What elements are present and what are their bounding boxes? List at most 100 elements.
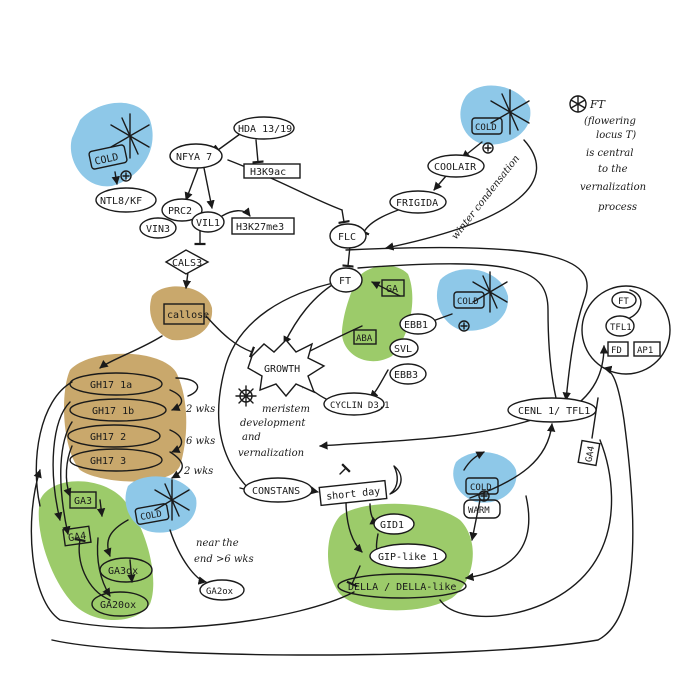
svg-text:development: development: [240, 418, 306, 429]
node-vil1: VIL1: [191, 211, 225, 233]
node-cold-bottom-right: COLD: [465, 477, 499, 495]
node-aba: ABA: [353, 329, 377, 345]
svg-text:EBB3: EBB3: [394, 370, 418, 381]
two-weeks-label: 2 wks: [185, 404, 215, 415]
node-flc: FLC: [329, 223, 367, 249]
near-end-label: near the: [196, 538, 239, 549]
svg-text:FRIGIDA: FRIGIDA: [396, 198, 438, 209]
crescent-moon-icon: [389, 465, 402, 495]
node-ebb1: EBB1: [399, 313, 437, 335]
node-cenl1: CENL 1/ TFL1: [507, 397, 597, 423]
svg-text:COLD: COLD: [475, 123, 497, 133]
node-growth: GROWTH: [247, 338, 326, 398]
node-giplike: GIP-like 1: [369, 543, 447, 569]
svg-text:NTL8/KF: NTL8/KF: [100, 196, 142, 207]
svg-text:NFYA 7: NFYA 7: [176, 152, 212, 163]
snowflake-icon: [569, 95, 587, 113]
svg-text:CENL 1/ TFL1: CENL 1/ TFL1: [518, 406, 590, 417]
svg-text:H3K9ac: H3K9ac: [250, 167, 286, 178]
node-ga3: GA3: [69, 491, 97, 509]
svg-text:locus T): locus T): [596, 130, 636, 141]
svg-text:SVL: SVL: [394, 344, 412, 355]
svg-text:WARM: WARM: [468, 506, 490, 516]
snowflake-icon: [110, 113, 150, 159]
green-blob-ga: [38, 481, 154, 621]
node-svl: SVL: [389, 338, 419, 358]
svg-text:COLD: COLD: [470, 483, 492, 493]
meristem-note: meristem development and vernalization: [238, 404, 310, 459]
svg-text:EBB1: EBB1: [404, 320, 428, 331]
svg-text:VIN3: VIN3: [146, 224, 170, 235]
svg-text:FT: FT: [339, 276, 351, 287]
snowflake-icon: [472, 271, 508, 313]
node-h3k9ac: H3K9ac: [243, 163, 301, 179]
node-hda: HDA 13/19: [233, 116, 295, 140]
node-cals3: CALS3: [164, 249, 210, 275]
svg-text:ABA: ABA: [356, 334, 373, 344]
svg-text:CALS3: CALS3: [172, 258, 202, 269]
svg-text:(flowering: (flowering: [584, 116, 636, 127]
six-weeks-label: 6 wks: [186, 436, 215, 447]
node-cyclin: CYCLIN D3.1: [323, 392, 390, 416]
svg-text:COOLAIR: COOLAIR: [434, 162, 477, 173]
tan-blob-callose: [150, 286, 213, 341]
svg-text:GROWTH: GROWTH: [264, 364, 300, 375]
node-cold-bottom-left: COLD: [134, 503, 170, 525]
svg-text:GH17 3: GH17 3: [90, 456, 126, 467]
snowflake-icon: [490, 89, 530, 135]
node-ft: FT: [329, 267, 363, 293]
svg-text:GA2ox: GA2ox: [206, 587, 234, 597]
node-ghi1b: GH17 1b: [69, 398, 167, 422]
svg-text:GH17 1b: GH17 1b: [92, 406, 134, 417]
cold-blob-top-right: [460, 85, 531, 145]
plus-icon: [482, 142, 494, 154]
node-cold-mid: COLD: [453, 291, 485, 309]
node-della: DELLA / DELLA-like: [337, 573, 467, 599]
node-nfya: NFYA 7: [169, 143, 223, 169]
node-frigida: FRIGIDA: [389, 190, 447, 214]
svg-text:and: and: [242, 432, 261, 443]
plus-icon: [458, 320, 470, 332]
node-ga3ox: GA3ox: [99, 557, 153, 583]
svg-text:CYCLIN D3.1: CYCLIN D3.1: [330, 401, 390, 411]
node-ghi1a: GH17 1a: [69, 372, 163, 396]
node-prc2: PRC2: [161, 198, 203, 222]
svg-text:GA3ox: GA3ox: [108, 566, 138, 577]
svg-text:GID1: GID1: [380, 520, 404, 531]
node-ntl: NTL8/KF: [95, 187, 157, 213]
node-h3k27: H3K27me3: [231, 217, 295, 235]
node-ghi3: GH17 3: [69, 448, 163, 472]
svg-text:COLD: COLD: [94, 152, 120, 168]
node-ga4: GA4: [62, 525, 92, 547]
node-shortday: short day: [318, 479, 388, 507]
sun-icon: [235, 385, 257, 407]
svg-text:FLC: FLC: [338, 232, 356, 243]
node-ga20ox: GA20ox: [91, 591, 149, 617]
cold-blob-top-left: [70, 102, 153, 187]
node-ga-top: GA: [381, 279, 405, 297]
node-cold-top-left: COLD: [88, 144, 128, 170]
ft-note: FT (flowering locus T) is central to the…: [580, 98, 646, 213]
svg-text:FD: FD: [611, 346, 622, 356]
svg-text:FT: FT: [618, 297, 629, 307]
node-cold-top-right: COLD: [471, 117, 503, 135]
svg-text:to the: to the: [598, 164, 628, 175]
svg-text:GA3: GA3: [74, 496, 92, 507]
svg-text:FT: FT: [589, 98, 607, 111]
svg-text:callose: callose: [167, 310, 209, 321]
svg-text:COLD: COLD: [140, 509, 163, 523]
node-vin3: VIN3: [139, 217, 177, 239]
plus-icon: [120, 170, 132, 182]
svg-text:TFL1: TFL1: [610, 323, 632, 333]
node-callose: callose: [163, 303, 209, 325]
node-ga4-right: GA4: [577, 439, 601, 467]
node-gid1: GID1: [373, 513, 415, 535]
svg-text:DELLA / DELLA-like: DELLA / DELLA-like: [348, 582, 456, 593]
node-ghi2: GH17 2: [67, 424, 161, 448]
svg-text:GA: GA: [386, 284, 398, 295]
svg-text:GH17 2: GH17 2: [90, 432, 126, 443]
svg-text:GH17 1a: GH17 1a: [90, 380, 132, 391]
svg-text:HDA 13/19: HDA 13/19: [238, 124, 292, 135]
